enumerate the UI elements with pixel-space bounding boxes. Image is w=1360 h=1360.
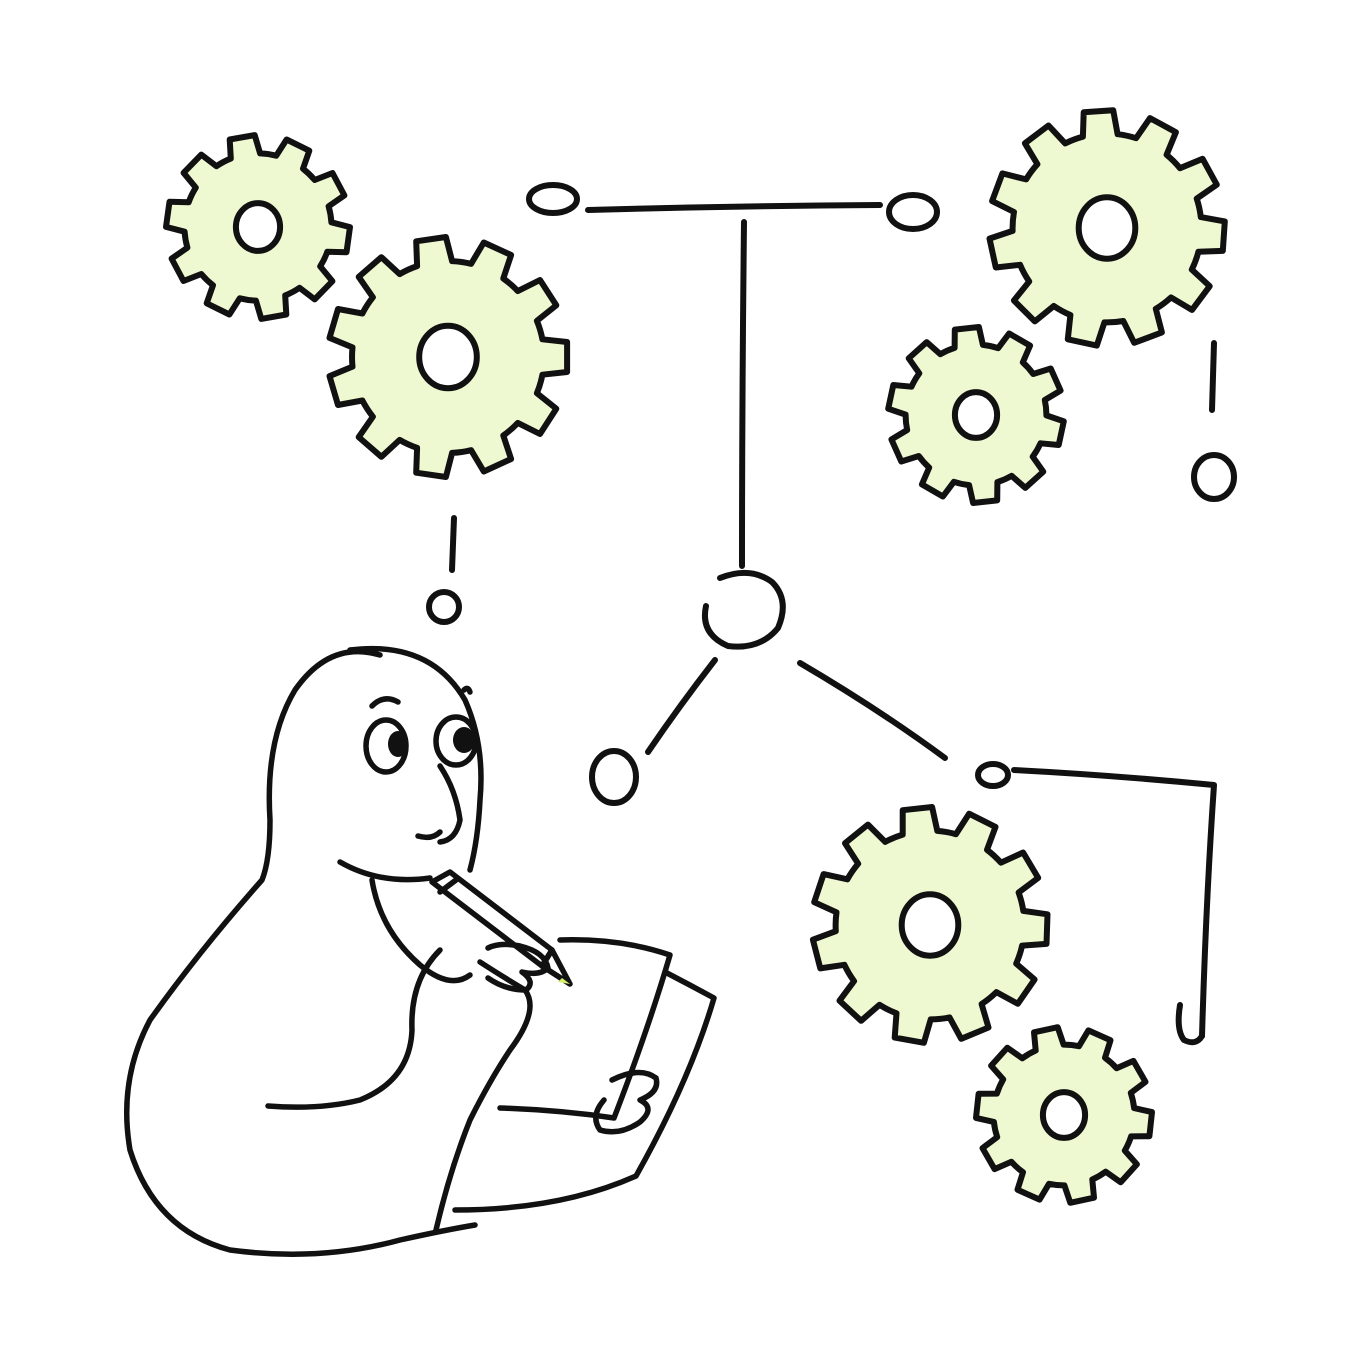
network-dash-right bbox=[1209, 340, 1217, 413]
gear-hole bbox=[951, 389, 1001, 441]
person-body-outline bbox=[124, 648, 478, 1257]
gear-hole bbox=[416, 322, 480, 392]
pencil-band bbox=[437, 877, 459, 895]
paper-sheet-front bbox=[497, 937, 673, 1121]
network-node-icon bbox=[526, 182, 580, 216]
network-line-bracket bbox=[1011, 767, 1217, 1039]
gear-hole bbox=[232, 200, 284, 254]
person-figure bbox=[124, 645, 660, 1257]
person-arm bbox=[265, 947, 443, 1110]
person-forearm bbox=[433, 959, 533, 1233]
network-node-icon bbox=[975, 761, 1011, 789]
gear-icon bbox=[809, 804, 1051, 1046]
gear-hole bbox=[1075, 194, 1139, 262]
person-eye-right bbox=[433, 714, 479, 768]
network-line-stem bbox=[739, 219, 747, 569]
network-dash-left bbox=[449, 515, 457, 573]
network-line-left bbox=[645, 657, 718, 755]
network-node-icon bbox=[1191, 452, 1237, 502]
person-hand-lower bbox=[593, 1069, 660, 1135]
person-chin bbox=[337, 859, 433, 883]
gear-icon bbox=[986, 107, 1228, 349]
person-mouth bbox=[415, 829, 443, 841]
gear-icon bbox=[973, 1024, 1155, 1206]
network-line-right bbox=[797, 660, 948, 761]
gear-group bbox=[163, 107, 1228, 1206]
pencil-tip bbox=[558, 978, 570, 984]
gear-icon bbox=[885, 324, 1067, 506]
person-pupils bbox=[388, 727, 475, 757]
person-pupil bbox=[453, 727, 475, 753]
gear-icon bbox=[326, 234, 571, 480]
pencil-tip-wood bbox=[539, 947, 573, 987]
gear-hole bbox=[1039, 1089, 1089, 1141]
person-arm-upper bbox=[369, 877, 473, 984]
network-node-hub-icon bbox=[702, 569, 786, 650]
person-brow bbox=[369, 696, 401, 709]
paper-sheets bbox=[452, 937, 717, 1213]
network-node-icon bbox=[1175, 1002, 1205, 1046]
person-pupil bbox=[388, 731, 408, 757]
network-node-icon bbox=[589, 748, 639, 806]
gear-hole bbox=[898, 891, 962, 959]
paper-sheet-back bbox=[452, 969, 717, 1213]
gear-icon bbox=[163, 132, 353, 322]
network-diagram bbox=[426, 182, 1237, 1046]
network-line-top bbox=[585, 202, 883, 213]
pencil-icon bbox=[429, 869, 573, 987]
person-brow bbox=[461, 685, 473, 695]
person-nose bbox=[437, 763, 463, 845]
network-node-icon bbox=[886, 192, 940, 232]
network-node-icon bbox=[426, 589, 462, 625]
